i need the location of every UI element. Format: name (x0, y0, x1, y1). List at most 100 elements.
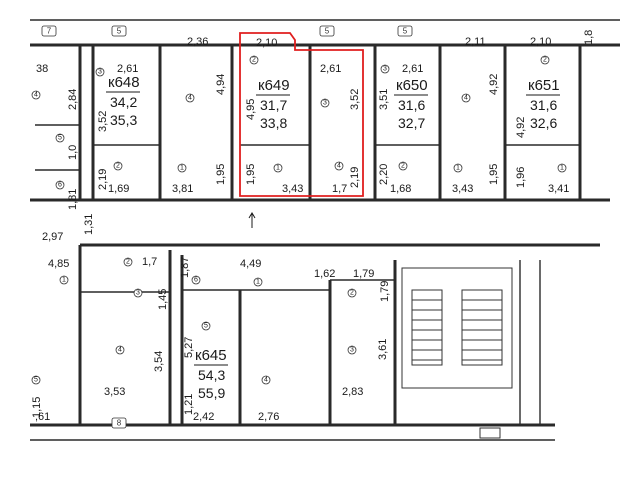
dim-v: 1,96 (515, 167, 527, 188)
room-marker-1: 1 (59, 275, 69, 285)
room-marker-2: 2 (113, 161, 123, 171)
svg-text:3: 3 (350, 347, 354, 354)
room-markers: 3 4 2 3 3 4 2 4 5 6 2 1 1 4 2 1 1 1 2 3 … (31, 55, 567, 385)
svg-text:5: 5 (58, 135, 62, 142)
svg-text:4: 4 (118, 347, 122, 354)
room-marker-5: 5 (55, 133, 65, 143)
apartment-649-id: к649 (258, 77, 290, 94)
apartment-648-area2: 35,3 (110, 112, 137, 128)
svg-text:4: 4 (34, 92, 38, 99)
svg-text:2: 2 (252, 57, 256, 64)
svg-text:5: 5 (117, 27, 122, 36)
room-marker-3: 3 (347, 345, 357, 355)
dim-v: 1,21 (183, 394, 195, 415)
room-marker-4: 4 (334, 161, 344, 171)
dim-v: 4,95 (245, 99, 257, 120)
dim-h: 2,61 (117, 63, 138, 75)
dim-h: 2,42 (193, 411, 214, 423)
svg-text:3: 3 (323, 100, 327, 107)
exterior-mark: 5 (319, 25, 335, 37)
apartment-648-id: к648 (108, 74, 140, 91)
svg-text:6: 6 (58, 182, 62, 189)
svg-text:5: 5 (403, 27, 408, 36)
apartment-650-id: к650 (396, 77, 428, 94)
dim-v: 5,27 (183, 337, 195, 358)
svg-text:4: 4 (188, 95, 192, 102)
dim-h: 3,41 (548, 183, 569, 195)
svg-text:4: 4 (464, 95, 468, 102)
dim-h: 4,49 (240, 258, 261, 270)
room-marker-2: 2 (398, 161, 408, 171)
apartment-645-area: 54,3 (198, 367, 225, 383)
room-marker-4: 4 (261, 375, 271, 385)
dim-h: 1,69 (108, 183, 129, 195)
dim-h: 1,62 (314, 268, 335, 280)
room-marker-1: 1 (557, 163, 567, 173)
room-marker-1: 1 (273, 163, 283, 173)
walls (30, 19, 620, 441)
svg-text:1: 1 (456, 165, 460, 172)
room-marker-2: 2 (540, 55, 550, 65)
dim-h: 2,36 (187, 36, 208, 48)
svg-text:2: 2 (543, 57, 547, 64)
svg-text:2: 2 (350, 290, 354, 297)
dim-v: 1,79 (379, 281, 391, 302)
room-marker-6: 6 (55, 180, 65, 190)
staircase (401, 267, 513, 439)
dim-v: 1,95 (488, 164, 500, 185)
svg-text:5: 5 (325, 27, 330, 36)
exterior-marks: 7 5 5 5 8 (41, 25, 413, 429)
exterior-mark: 5 (111, 25, 127, 37)
apartment-645-area2: 55,9 (198, 385, 225, 401)
dim-h: 1,7 (332, 183, 347, 195)
room-marker-5: 5 (201, 321, 211, 331)
dim-v: 1,0 (67, 145, 79, 160)
svg-text:7: 7 (47, 27, 52, 36)
svg-text:1: 1 (276, 165, 280, 172)
room-marker-3: 3 (320, 98, 330, 108)
room-marker-5: 5 (31, 375, 41, 385)
room-marker-4: 4 (185, 93, 195, 103)
dim-v: 3,52 (349, 89, 361, 110)
dim-v: 3,52 (97, 111, 109, 132)
dim-v: 1,8 (583, 30, 595, 45)
apartment-649-area2: 33,8 (260, 115, 287, 131)
room-marker-2: 2 (347, 288, 357, 298)
svg-text:1: 1 (560, 165, 564, 172)
entrance-arrow (248, 212, 256, 228)
dim-v: 1,87 (179, 257, 191, 278)
dim-h: 2,83 (342, 386, 363, 398)
dim-v: 2,84 (67, 89, 79, 110)
apartment-labels: к648 34,2 35,3 к649 31,7 33,8 к650 31,6 … (106, 74, 560, 401)
vertical-dimensions: 2,84 3,52 4,94 4,95 3,52 3,51 4,92 4,92 … (31, 30, 595, 418)
dim-v: 3,61 (377, 339, 389, 360)
room-marker-3: 3 (95, 67, 105, 77)
svg-text:1: 1 (256, 279, 260, 286)
dim-v: 2,19 (349, 167, 361, 188)
apartment-651-area2: 32,6 (530, 115, 557, 131)
room-marker-1: 1 (177, 163, 187, 173)
room-marker-2: 2 (249, 55, 259, 65)
room-marker-4: 4 (461, 93, 471, 103)
dim-v: 1,81 (67, 189, 79, 210)
dim-v: 4,94 (215, 74, 227, 95)
svg-text:2: 2 (116, 163, 120, 170)
svg-text:1: 1 (180, 165, 184, 172)
horizontal-dimensions: 38 2,61 2,36 2,10 2,61 2,61 2,11 2,10 1,… (35, 36, 569, 423)
dim-h: 2,11 (465, 36, 486, 48)
svg-text:3: 3 (136, 290, 140, 297)
dim-v: 2,19 (97, 169, 109, 190)
svg-text:2: 2 (126, 259, 130, 266)
dim-h: 1,68 (390, 183, 411, 195)
svg-text:3: 3 (98, 69, 102, 76)
dim-h: 2,10 (256, 37, 277, 49)
exterior-mark: 7 (41, 25, 57, 37)
dim-h: 38 (36, 63, 48, 75)
room-marker-4: 4 (31, 90, 41, 100)
exterior-mark: 8 (111, 417, 127, 429)
svg-text:6: 6 (194, 277, 198, 284)
dim-h: 2,61 (320, 63, 341, 75)
dim-h: 3,53 (104, 386, 125, 398)
dim-h: 4,85 (48, 258, 69, 270)
